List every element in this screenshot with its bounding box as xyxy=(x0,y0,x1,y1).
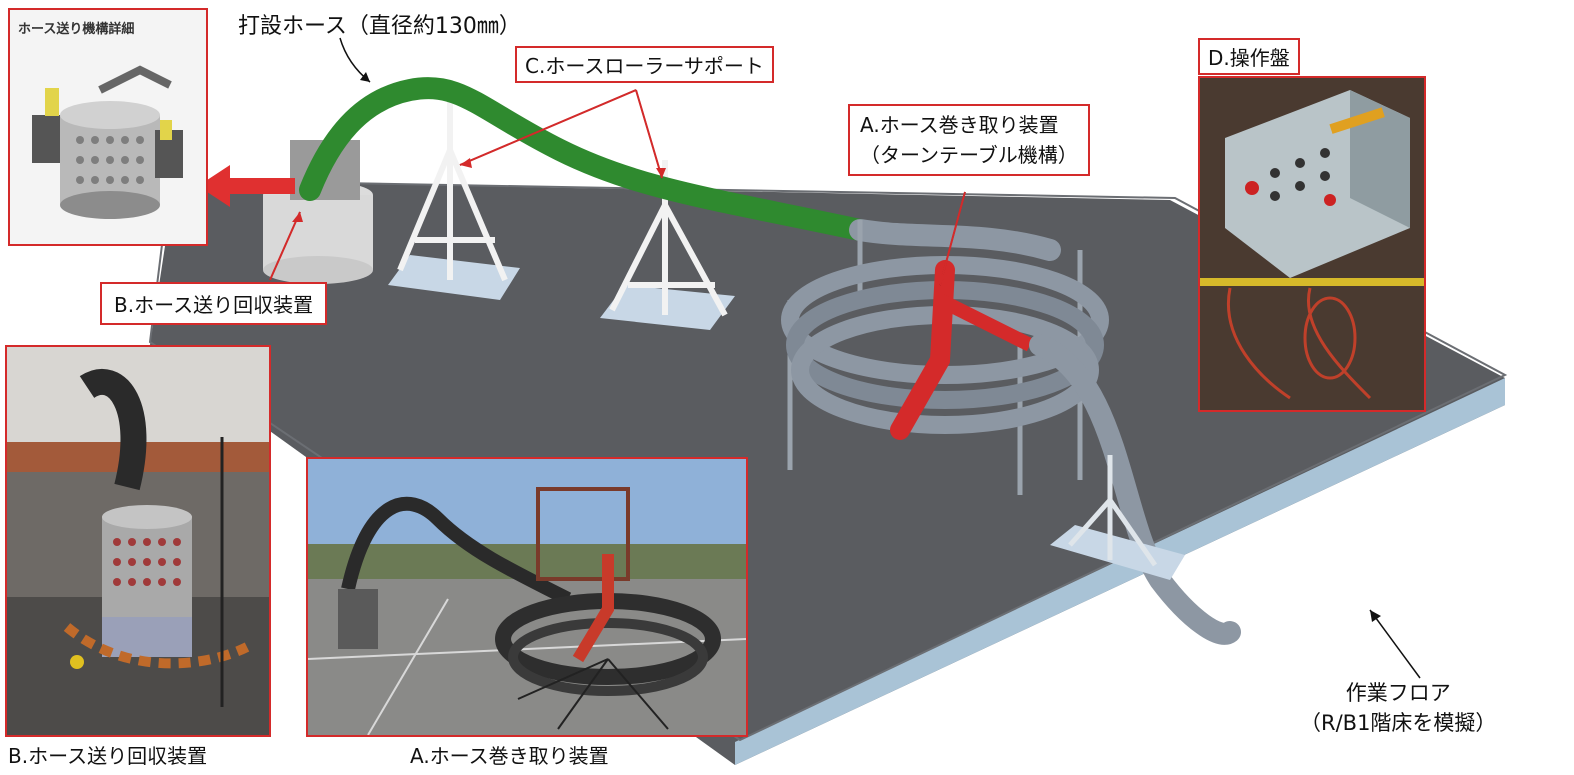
control-panel-label: D.操作盤 xyxy=(1198,38,1300,75)
work-floor-label-line1: 作業フロア xyxy=(1345,681,1451,705)
hose-reel-label-line1: A.ホース巻き取り装置 xyxy=(860,113,1059,137)
work-floor-label: 作業フロア （R/B1階床を模擬） xyxy=(1300,678,1496,738)
control-panel-photo xyxy=(1198,76,1426,412)
roller-support-model-2 xyxy=(600,160,735,330)
hose-feed-photo xyxy=(5,345,271,737)
placement-hose xyxy=(299,77,871,241)
detail-arrow xyxy=(198,165,295,207)
hose-feed-detail-photo: ホース送り機構詳細 xyxy=(8,8,208,246)
hose-reel-label-line2: （ターンテーブル機構） xyxy=(860,143,1078,167)
hose-reel-label: A.ホース巻き取り装置 （ターンテーブル機構） xyxy=(848,104,1090,176)
roller-support-model-1 xyxy=(388,80,520,300)
hose-reel-photo xyxy=(306,457,748,737)
work-floor xyxy=(150,180,1505,765)
work-floor-edge xyxy=(735,378,1505,765)
placement-hose-label: 打設ホース（直径約130㎜） xyxy=(238,14,521,39)
hose-reel-photo-caption: A.ホース巻き取り装置 xyxy=(410,744,609,768)
hose-feed-photo-caption: B.ホース送り回収装置 xyxy=(8,744,208,768)
feed-device-label: B.ホース送り回収装置 xyxy=(100,282,328,325)
roller-support-label: C.ホースローラーサポート xyxy=(515,46,774,83)
hose-feed-detail-title: ホース送り機構詳細 xyxy=(18,22,135,37)
work-floor-label-line2: （R/B1階床を模擬） xyxy=(1300,711,1497,735)
